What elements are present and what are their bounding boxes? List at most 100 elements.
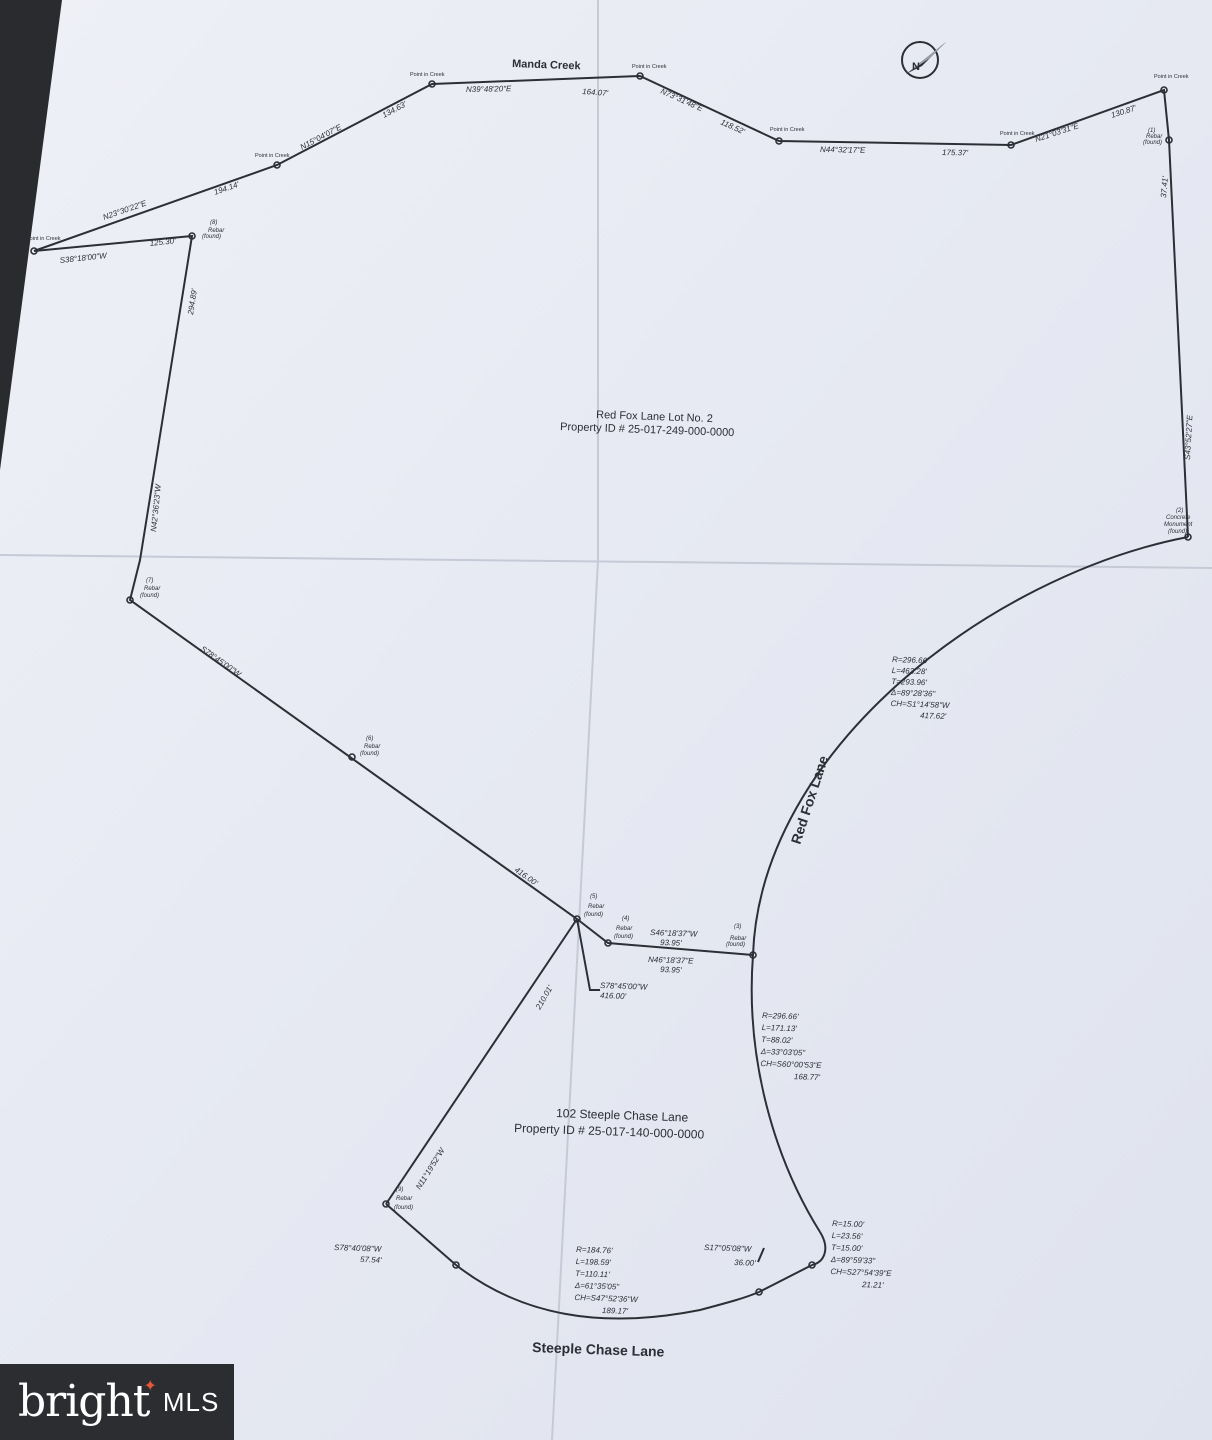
- boundary-left: [33, 234, 754, 956]
- marker-9: (9) Rebar (found): [394, 1187, 413, 1211]
- marker-status: (found): [140, 593, 159, 599]
- curve-data-4: R=15.00' L=23.56' T=15.00' Δ=89°59'33" C…: [830, 1219, 893, 1290]
- bearing-label: N39°48'20"E: [466, 84, 512, 94]
- marker-type: Rebar: [144, 586, 161, 592]
- marker-type: Rebar: [616, 926, 633, 932]
- curve-radius: R=15.00': [832, 1219, 865, 1229]
- boundary-top: [33, 74, 1189, 538]
- distance-label: 93.95': [660, 965, 682, 975]
- leader-line: [576, 918, 600, 991]
- marker-number: (9): [396, 1187, 403, 1193]
- distance-label: 37.41': [1159, 175, 1170, 198]
- creek-point-label: Point in Creek: [255, 153, 290, 159]
- marker-number: (3): [734, 924, 741, 930]
- marker-2: (2) Concrete Monument (found): [1164, 508, 1193, 535]
- marker-type: Rebar: [364, 744, 381, 750]
- bearing-label: S43°52'27"E: [1183, 414, 1194, 460]
- marker-number: (1): [1148, 128, 1155, 134]
- parcel-title: 102 Steeple Chase Lane: [556, 1106, 689, 1125]
- curve-length: L=463.28': [892, 666, 928, 676]
- marker-8: (8) Rebar (found): [202, 220, 225, 240]
- steeple-chase-curve: [385, 1203, 813, 1320]
- curve-delta: Δ=89°28'36": [890, 688, 937, 699]
- curve-radius: R=296.66': [762, 1011, 799, 1021]
- marker-number: (4): [622, 916, 629, 922]
- fold-crease-horizontal: [0, 554, 1212, 569]
- curve-chord-length: 189.17': [602, 1306, 629, 1316]
- curve-chord: CH=S47°52'36"W: [574, 1293, 639, 1304]
- bearing-label: S78°40'08"W: [334, 1243, 383, 1254]
- watermark-suffix: MLS: [162, 1386, 220, 1417]
- bearing-label: N46°18'37"E: [648, 955, 694, 966]
- fold-crease-vertical: [551, 0, 599, 1440]
- bearing-label: N44°32'17"E: [820, 145, 866, 155]
- red-fox-curve-lower: [750, 954, 821, 1233]
- distance-label: 125.30': [149, 236, 176, 248]
- marker-status: (found): [1168, 529, 1187, 535]
- curve-tangent: T=15.00': [831, 1243, 863, 1253]
- marker-7: (7) Rebar (found): [140, 578, 161, 599]
- marker-3: (3) Rebar (found): [726, 924, 747, 948]
- parcel-west-line: [385, 918, 578, 1205]
- marker-status: (found): [202, 234, 221, 240]
- curve-radius: R=296.66': [892, 655, 929, 665]
- curve-chord: CH=S27°54'39"E: [830, 1267, 892, 1278]
- marker-4: (4) Rebar (found): [614, 916, 633, 940]
- distance-label: 416.00': [600, 991, 627, 1001]
- distance-label: 93.95': [660, 938, 682, 948]
- distance-label: 175.37': [942, 148, 969, 157]
- marker-6: (6) Rebar (found): [360, 736, 381, 757]
- marker-status: (found): [726, 942, 745, 948]
- marker-type: Rebar: [208, 228, 225, 234]
- marker-type: Rebar: [1146, 134, 1163, 140]
- survey-points: [30, 72, 1192, 1296]
- creek-name: Manda Creek: [512, 58, 582, 72]
- distance-label: 36.00': [734, 1258, 756, 1268]
- marker-type: Rebar: [588, 904, 605, 910]
- marker-number: (2): [1176, 508, 1183, 514]
- marker-number: (5): [590, 894, 597, 900]
- curve-chord-length: 21.21': [861, 1280, 884, 1290]
- bearing-label: S46°18'37"W: [650, 928, 699, 939]
- curve-tangent: T=88.02': [761, 1035, 793, 1045]
- marker-1: (1) Rebar (found): [1143, 128, 1163, 146]
- north-arrow-icon: N: [901, 41, 946, 79]
- marker-status: (found): [394, 1205, 413, 1211]
- svg-text:N: N: [912, 61, 920, 73]
- curve-length: L=23.56': [832, 1231, 863, 1241]
- lot-title: Red Fox Lane Lot No. 2: [596, 409, 713, 425]
- red-fox-curve-upper: [752, 536, 1189, 956]
- creek-point-label: Point in Creek: [1000, 131, 1035, 137]
- marker-number: (8): [210, 220, 217, 226]
- marker-5: (5) Rebar (found): [584, 894, 605, 918]
- marker-status: (found): [360, 751, 379, 757]
- curve-chord-length: 168.77': [794, 1072, 821, 1082]
- marker-status: (found): [614, 934, 633, 940]
- marker-status: (found): [584, 912, 603, 918]
- bright-mls-watermark: bright ✦ MLS: [0, 1364, 234, 1440]
- distance-label: 164.07': [582, 87, 609, 98]
- curve-length: L=171.13': [762, 1023, 798, 1033]
- distance-label: 294.89': [186, 288, 199, 317]
- curve-tangent: T=293.96': [891, 677, 927, 687]
- curve-delta: Δ=61°35'05": [574, 1281, 621, 1292]
- curve-data-3: R=184.76' L=198.59' T=110.11' Δ=61°35'05…: [574, 1245, 640, 1316]
- star-icon: ✦: [143, 1378, 157, 1395]
- curve-chord: CH=S60°00'53"E: [760, 1059, 822, 1070]
- bearing-label: S17°05'08"W: [704, 1243, 753, 1254]
- curve-radius: R=184.76': [576, 1245, 613, 1255]
- curve-delta: Δ=33°03'05": [760, 1047, 807, 1058]
- marker-type: Rebar: [730, 936, 747, 942]
- bearing-label: S78°45'00"W: [600, 981, 649, 992]
- curve-chord-length: 417.62': [920, 711, 947, 721]
- curve-chord: CH=S1°14'58"W: [890, 699, 951, 710]
- marker-number: (7): [146, 578, 153, 584]
- creek-point-label: Point in Creek: [410, 72, 445, 78]
- distance-label: 57.54': [360, 1255, 382, 1265]
- marker-type: Monument: [1164, 522, 1193, 528]
- marker-status: (found): [1143, 140, 1162, 146]
- marker-number: (6): [366, 736, 373, 742]
